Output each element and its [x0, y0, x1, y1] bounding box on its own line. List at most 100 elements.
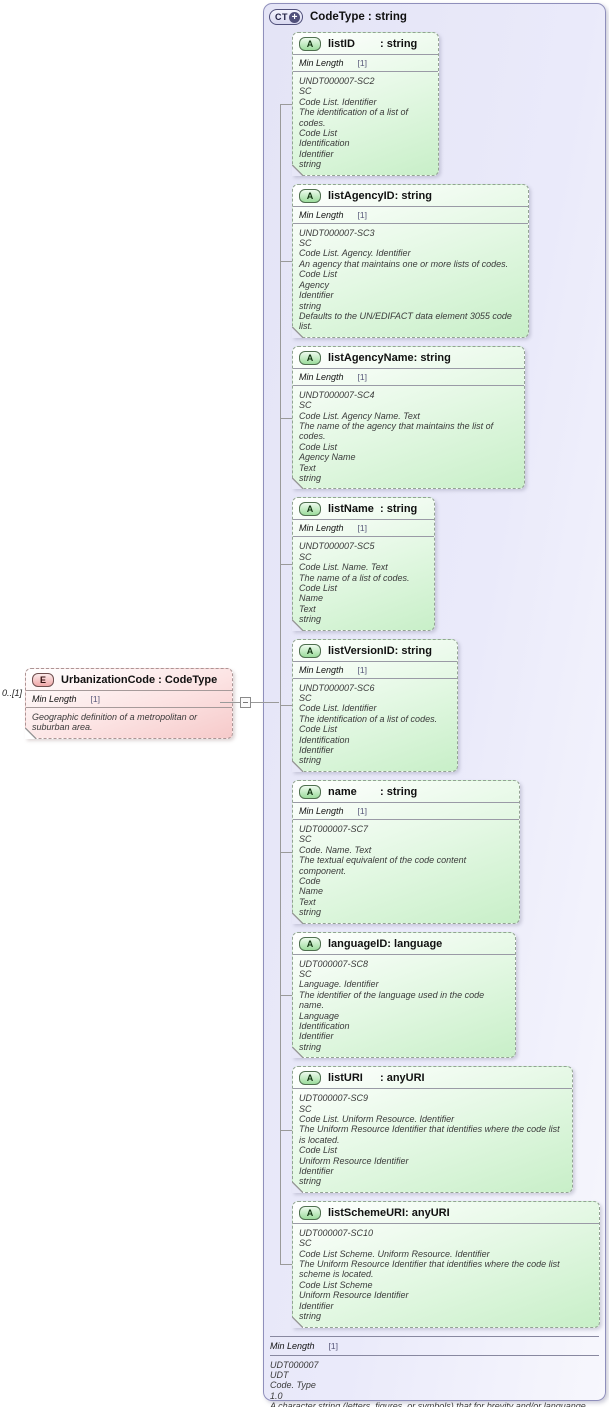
- annotation-line: Identifier: [299, 745, 334, 756]
- attribute-name: listAgencyName: [328, 351, 414, 364]
- annotation-line: Identification: [299, 138, 350, 149]
- annotation-line: SC: [299, 238, 312, 249]
- annotation-line: Code List: [299, 128, 338, 139]
- facet-name: Min Length: [299, 209, 344, 220]
- annotation-line: Code List. Uniform Resource. Identifier: [299, 1114, 455, 1124]
- annotation-line: SC: [299, 693, 312, 704]
- attribute-header: A listName : string: [299, 501, 428, 517]
- facet-row: Min Length[1]: [32, 693, 226, 705]
- element-icon: E: [32, 673, 54, 687]
- divider: [293, 1222, 599, 1224]
- attribute-icon: A: [299, 784, 321, 799]
- annotation-line: SC: [299, 968, 312, 979]
- annotation-line: SC: [299, 400, 312, 411]
- attribute-type: : string: [394, 189, 432, 202]
- facet-value: [1]: [328, 1340, 338, 1351]
- attribute-type: : string: [380, 503, 418, 516]
- collapse-handle[interactable]: [240, 697, 251, 708]
- attribute-name: listName: [328, 503, 374, 516]
- annotation-line: Language. Identifier: [299, 979, 379, 990]
- divider: [293, 801, 519, 803]
- facet-value: [1]: [357, 371, 367, 382]
- divider: [270, 1335, 599, 1337]
- element-annotation: Geographic definition of a metropolitan …: [32, 712, 198, 733]
- divider: [293, 222, 528, 224]
- facet-row: Min Length[1]: [299, 57, 432, 69]
- divider: [293, 519, 434, 521]
- annotation-line: Defaults to the UN/EDIFACT data element …: [299, 310, 512, 332]
- annotation-line: The Uniform Resource Identifier that ide…: [299, 1259, 560, 1280]
- annotation-line: string: [299, 472, 322, 483]
- attribute-box[interactable]: A listAgencyName : string Min Length[1] …: [280, 345, 525, 490]
- facet-row: Min Length [1]: [299, 209, 522, 221]
- attribute-box[interactable]: A name : string Min Length[1] UDT000007-…: [280, 779, 520, 924]
- attribute-icon: A: [299, 502, 321, 517]
- annotation-line: UDT000007-SC10: [299, 1227, 374, 1238]
- facet-row: Min Length[1]: [299, 805, 513, 817]
- facet-value: [1]: [357, 209, 367, 220]
- attribute-header: A name : string: [299, 784, 513, 800]
- attribute-name: languageID: [328, 937, 388, 950]
- attribute-box[interactable]: A listID : string Min Length[1] UNDT0000…: [280, 32, 439, 176]
- element-title: UrbanizationCode : CodeType: [61, 674, 217, 686]
- annotation-line: Code List. Identifier: [299, 703, 377, 714]
- expand-plus-icon[interactable]: +: [289, 11, 300, 23]
- annotation-line: UDT000007-SC7: [299, 823, 369, 834]
- annotation-line: Uniform Resource Identifier: [299, 1155, 409, 1166]
- facet-value: [1]: [357, 523, 367, 534]
- annotation-line: Identifier: [299, 290, 334, 301]
- annotation-line: Text: [299, 603, 316, 614]
- attribute-icon: A: [299, 936, 321, 951]
- divider: [293, 660, 457, 662]
- annotation-line: Identification: [299, 734, 350, 745]
- facet-name: Min Length: [299, 805, 344, 816]
- attribute-type: : anyURI: [380, 1072, 425, 1085]
- annotation-line: Code List: [299, 724, 338, 735]
- annotation-line: SC: [299, 834, 312, 845]
- divider: [26, 707, 232, 708]
- attribute-box[interactable]: A listVersionID : string Min Length[1] U…: [280, 638, 458, 773]
- annotation-line: Identifier: [299, 1300, 334, 1311]
- divider: [293, 1088, 572, 1090]
- annotation-line: The textual equivalent of the code conte…: [299, 855, 467, 876]
- attribute-header: A languageID : language: [299, 936, 509, 952]
- attribute-icon: A: [299, 1205, 321, 1220]
- annotation-line: Code List. Identifier: [299, 96, 377, 107]
- complextype-icon[interactable]: CT +: [269, 9, 303, 25]
- attribute-type: : string: [380, 785, 418, 798]
- annotation-line: Text: [299, 896, 316, 907]
- annotation-line: 1.0: [270, 1390, 283, 1401]
- annotation-line: Code List. Name. Text: [299, 562, 388, 573]
- attribute-type: : string: [380, 38, 418, 50]
- facet-name: Min Length: [32, 694, 77, 704]
- facet-row: Min Length[1]: [299, 664, 451, 676]
- annotation-line: UNDT000007-SC4: [299, 389, 375, 400]
- attribute-name: listURI: [328, 1072, 363, 1085]
- annotation-line: Name: [299, 593, 324, 604]
- facet-value: [1]: [357, 58, 367, 68]
- divider: [293, 953, 515, 955]
- attribute-box[interactable]: A listName : string Min Length[1] UNDT00…: [280, 497, 435, 631]
- annotation-line: The identification of a list of codes.: [299, 713, 438, 724]
- facet-value: [1]: [357, 664, 367, 675]
- element-box-urbanizationcode[interactable]: E UrbanizationCode : CodeType Min Length…: [25, 668, 233, 739]
- attribute-box[interactable]: A listAgencyID : string Min Length[1] UN…: [280, 183, 529, 338]
- codetype-title: CodeType : string: [310, 11, 407, 23]
- element-header: E UrbanizationCode : CodeType: [32, 672, 226, 688]
- annotation-line: Code List: [299, 269, 338, 280]
- annotation-line: Code: [299, 875, 321, 886]
- element-type: : CodeType: [155, 674, 218, 686]
- annotation-line: Identifier: [299, 148, 334, 159]
- attribute-name: listAgencyID: [328, 189, 395, 202]
